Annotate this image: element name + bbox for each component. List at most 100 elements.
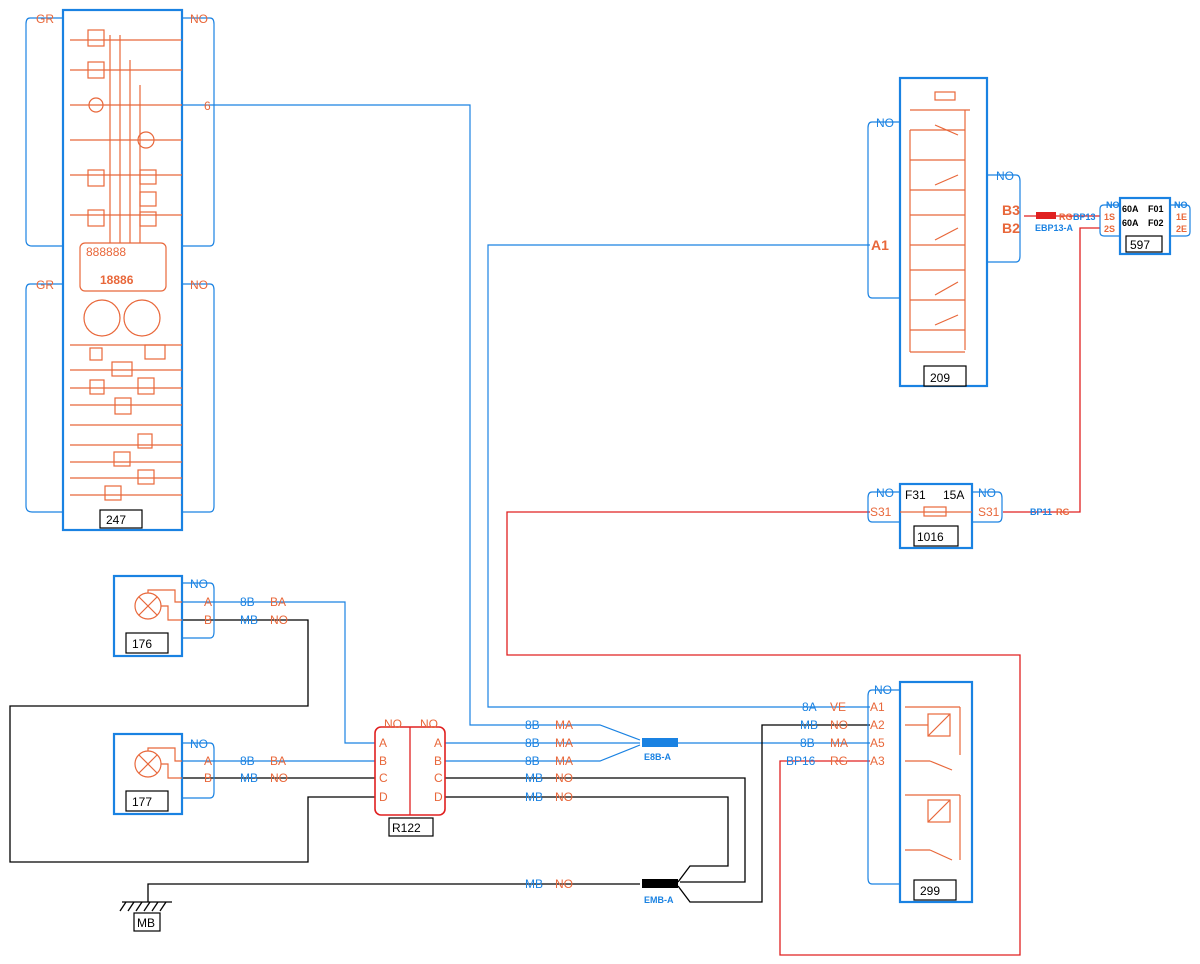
pin-597-2s: 2S: [1104, 224, 1115, 234]
fuse-597-rating-2: 60A: [1122, 218, 1139, 228]
wire-177a-code: 8B: [240, 754, 255, 768]
pin-label-177-a: A: [204, 754, 212, 768]
ground-bracket-247-right-top: [182, 17, 215, 247]
pin-label-209-b2: B2: [1002, 220, 1020, 236]
wire-r2-color: MA: [555, 736, 573, 750]
connector-emba-block: [642, 879, 678, 888]
odometer-display: 888888: [86, 245, 126, 259]
wire-r122-c: [445, 777, 746, 883]
id-box-mb: [133, 912, 161, 932]
pin-r122-left-a: A: [379, 736, 387, 750]
component-597: 60A F01 60A F02 NO NO 1S 2S 1E 2E 597: [1099, 196, 1191, 256]
ground-label-597-right: NO: [1174, 200, 1188, 210]
ground-label-176: NO: [190, 577, 208, 591]
wire-ground-color: NO: [555, 877, 573, 891]
mileage-display: 18886: [100, 273, 134, 287]
pin-597-1s: 1S: [1104, 212, 1115, 222]
wire-bp16: [506, 511, 1021, 956]
wire-label-bp11-code: BP11: [1030, 507, 1052, 517]
wire-r122-d: [445, 796, 729, 883]
pin-299-a2: A2: [870, 718, 885, 732]
wire-r4-code: MB: [525, 771, 543, 785]
switch-internal-schematic: [909, 91, 970, 353]
wire-176-b: [9, 619, 378, 863]
id-box-247: [99, 509, 143, 529]
component-id-177: 177: [132, 795, 152, 809]
component-247: 888888 18886 GR NO GR NO 6 247: [25, 8, 215, 532]
ground-bracket-209-right: [987, 174, 1021, 263]
pin-label-209-b3: B3: [1002, 202, 1020, 218]
wires: [9, 104, 1100, 956]
wire-r5-color: NO: [555, 790, 573, 804]
component-id-247: 247: [106, 513, 126, 527]
wire-177a-color: BA: [270, 754, 286, 768]
wire-p3-code: 8B: [800, 736, 815, 750]
component-id-209: 209: [930, 371, 950, 385]
ground-label-209-right: NO: [996, 169, 1014, 183]
wire-176b-color: NO: [270, 613, 288, 627]
wire-labels: 8B BA MB NO 8B BA MB NO 8B MA 8B MA 8B M…: [240, 595, 848, 891]
wire-p2-code: MB: [800, 718, 818, 732]
wire-r3-color: MA: [555, 754, 573, 768]
wire-r3-code: 8B: [525, 754, 540, 768]
wire-p1-code: 8A: [802, 700, 817, 714]
fuse-597-id-2: F02: [1148, 218, 1164, 228]
id-box-176: [125, 632, 169, 654]
wire-p1-color: VE: [830, 700, 846, 714]
fuse-597-rating-1: 60A: [1122, 204, 1139, 214]
pin-r122-right-c: C: [434, 771, 443, 785]
fuse-1016-id: F31: [905, 488, 926, 502]
ground-label-r122-right: NO: [420, 717, 438, 731]
pin-label-177-b: B: [204, 771, 212, 785]
ground-bracket-247-left-bottom: [25, 283, 63, 513]
connector-e8ba-block: [642, 738, 678, 747]
id-box-1016: [913, 525, 959, 547]
ground-label-247-gr-top: GR: [36, 12, 54, 26]
pin-label-209-a1: A1: [871, 237, 889, 253]
connector-e8ba: E8B-A: [642, 738, 678, 762]
component-177: 177 NO A B: [112, 732, 215, 816]
pin-1016-right: S31: [978, 505, 1000, 519]
wire-p4-color: RG: [830, 754, 848, 768]
pin-r122-right-a: A: [434, 736, 442, 750]
wire-r4-color: NO: [555, 771, 573, 785]
wire-r1-code: 8B: [525, 718, 540, 732]
ground-bracket-1016-left: [867, 491, 900, 523]
ground-bracket-247-right-bottom: [182, 283, 215, 513]
connector-label-emba: EMB-A: [644, 895, 674, 905]
pin-r122-left-b: B: [379, 754, 387, 768]
ground-label-r122-left: NO: [384, 717, 402, 731]
connector-label-e8ba: E8B-A: [644, 752, 672, 762]
fuse-597-id-1: F01: [1148, 204, 1164, 214]
ground-bracket-176: [182, 582, 215, 639]
component-id-176: 176: [132, 637, 152, 651]
ground-label-177: NO: [190, 737, 208, 751]
id-box-177: [125, 790, 169, 812]
wire-r5-code: MB: [525, 790, 543, 804]
ground-bracket-247-left-top: [25, 17, 63, 247]
ground-label-247-no-top: NO: [190, 12, 208, 26]
ground-bracket-597-left: [1099, 204, 1120, 237]
component-299: NO A1 A2 A5 A3 299: [867, 680, 974, 904]
ground-bracket-299: [867, 689, 900, 885]
id-box-299: [913, 879, 957, 901]
component-id-597: 597: [1130, 238, 1150, 252]
ground-bracket-1016-right: [972, 491, 1003, 523]
cluster-internal-schematic: [70, 29, 182, 501]
ground-label-1016-right: NO: [978, 486, 996, 500]
pin-r122-right-b: B: [434, 754, 442, 768]
pin-r122-right-d: D: [434, 790, 443, 804]
wire-r2-code: 8B: [525, 736, 540, 750]
wire-177b-color: NO: [270, 771, 288, 785]
connector-ebp13a-block: [1036, 212, 1056, 219]
pin-299-a3: A3: [870, 754, 885, 768]
ground-label-247-no-bottom: NO: [190, 278, 208, 292]
pin-597-2e: 2E: [1176, 224, 1187, 234]
pin-1016-left: S31: [870, 505, 892, 519]
id-box-597: [1125, 235, 1163, 253]
pin-r122-left-c: C: [379, 771, 388, 785]
component-1016: F31 15A NO NO S31 S31 1016 BP11 RG: [867, 482, 1070, 550]
ground-label-1016-left: NO: [876, 486, 894, 500]
wire-209-a1: [487, 244, 870, 708]
